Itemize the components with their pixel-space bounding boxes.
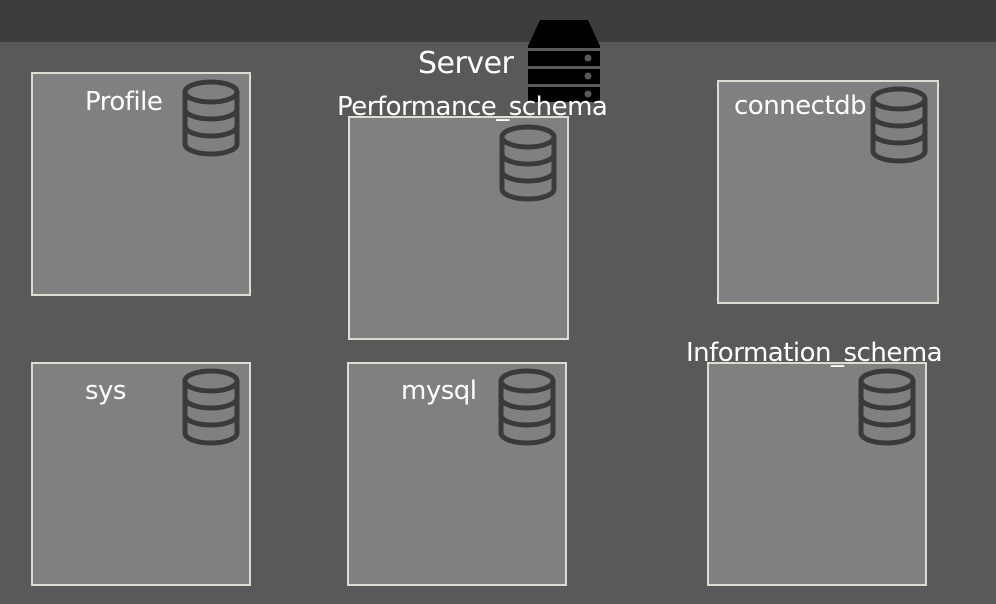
database-icon xyxy=(181,79,241,157)
database-label-information-schema: Information_schema xyxy=(686,338,943,368)
database-icon xyxy=(498,124,558,202)
server-label: Server xyxy=(418,46,514,81)
server-icon xyxy=(528,20,600,102)
header-band xyxy=(0,0,996,42)
database-label-mysql: mysql xyxy=(401,376,477,406)
database-label-connectdb: connectdb xyxy=(734,91,867,121)
database-box-information-schema[interactable] xyxy=(707,362,927,586)
database-box-connectdb[interactable] xyxy=(717,80,939,304)
database-icon xyxy=(857,368,917,446)
database-label-sys: sys xyxy=(85,376,126,406)
database-box-sys[interactable] xyxy=(31,362,251,586)
database-icon xyxy=(869,86,929,164)
database-box-performance-schema[interactable] xyxy=(348,116,569,340)
database-icon xyxy=(181,368,241,446)
database-box-profile[interactable] xyxy=(31,72,251,296)
database-label-profile: Profile xyxy=(85,87,163,117)
database-icon xyxy=(497,368,557,446)
database-box-mysql[interactable] xyxy=(347,362,567,586)
database-label-performance-schema: Performance_schema xyxy=(337,92,608,122)
